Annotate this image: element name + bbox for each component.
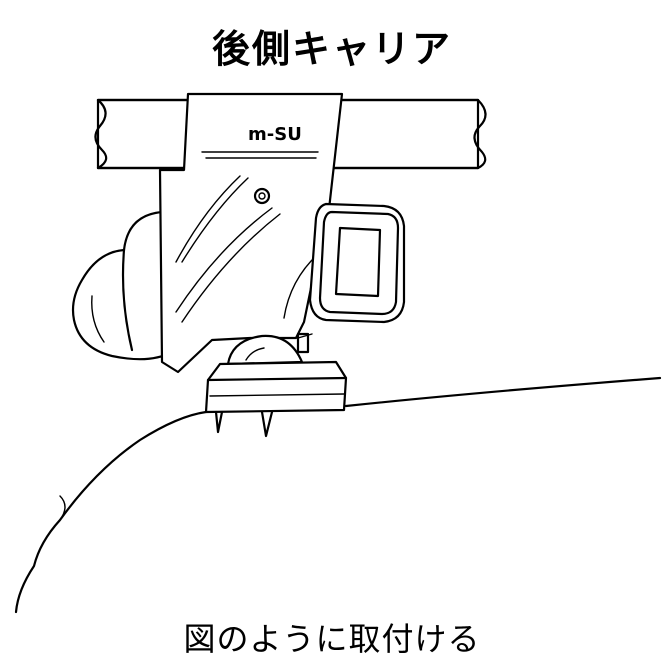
strap-buckle bbox=[296, 202, 406, 354]
car-body-outline bbox=[14, 376, 662, 614]
rubber-pad bbox=[71, 210, 174, 361]
figure-caption: 図のように取付ける bbox=[183, 620, 481, 658]
figure-title: 後側キャリア bbox=[211, 27, 452, 71]
part-label: m-SU bbox=[248, 124, 302, 145]
carrier-foot bbox=[204, 334, 348, 438]
